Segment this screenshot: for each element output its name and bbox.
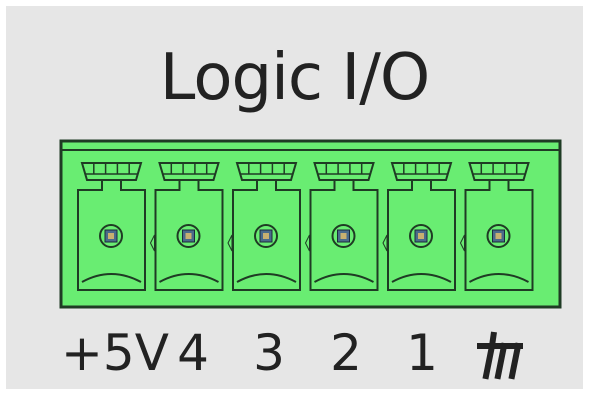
screw-slot <box>418 233 424 239</box>
pin-label: 4 <box>177 324 209 382</box>
clamp-top <box>468 162 530 181</box>
screw-slot <box>495 233 502 239</box>
pin-label: +5V <box>61 324 169 382</box>
screw-slot <box>263 233 269 239</box>
terminal-slot <box>382 162 456 291</box>
terminal-slot <box>227 162 301 291</box>
slot-arc <box>81 273 142 283</box>
slot-separator-mark <box>382 234 388 252</box>
screw-slot <box>340 233 347 239</box>
pin-label: 2 <box>330 324 362 382</box>
terminal-slot <box>459 162 534 291</box>
slot-separator-mark <box>149 234 155 252</box>
clamp-top <box>158 162 220 181</box>
clamp-top <box>235 162 298 181</box>
slot-separator-mark <box>304 234 310 252</box>
chassis-ground-icon <box>468 318 528 406</box>
pin-label: 1 <box>406 324 438 382</box>
slot-arc <box>469 273 529 283</box>
slot-separator-mark <box>227 234 233 252</box>
clamp-top <box>390 162 453 181</box>
screw-slot <box>185 233 192 239</box>
slot-separator-mark <box>459 234 465 252</box>
terminal-slot <box>304 162 379 291</box>
pin-label: 3 <box>253 324 285 382</box>
screw-slot <box>108 233 114 239</box>
terminal-block-connector <box>59 139 562 309</box>
clamp-top <box>313 162 375 181</box>
slot-arc <box>236 273 297 283</box>
clamp-top <box>80 162 143 181</box>
slot-arc <box>314 273 374 283</box>
slot-arc <box>391 273 452 283</box>
slot-arc <box>159 273 219 283</box>
terminal-slot <box>149 162 224 291</box>
terminal-slot <box>77 162 146 291</box>
connector-title: Logic I/O <box>159 41 430 115</box>
